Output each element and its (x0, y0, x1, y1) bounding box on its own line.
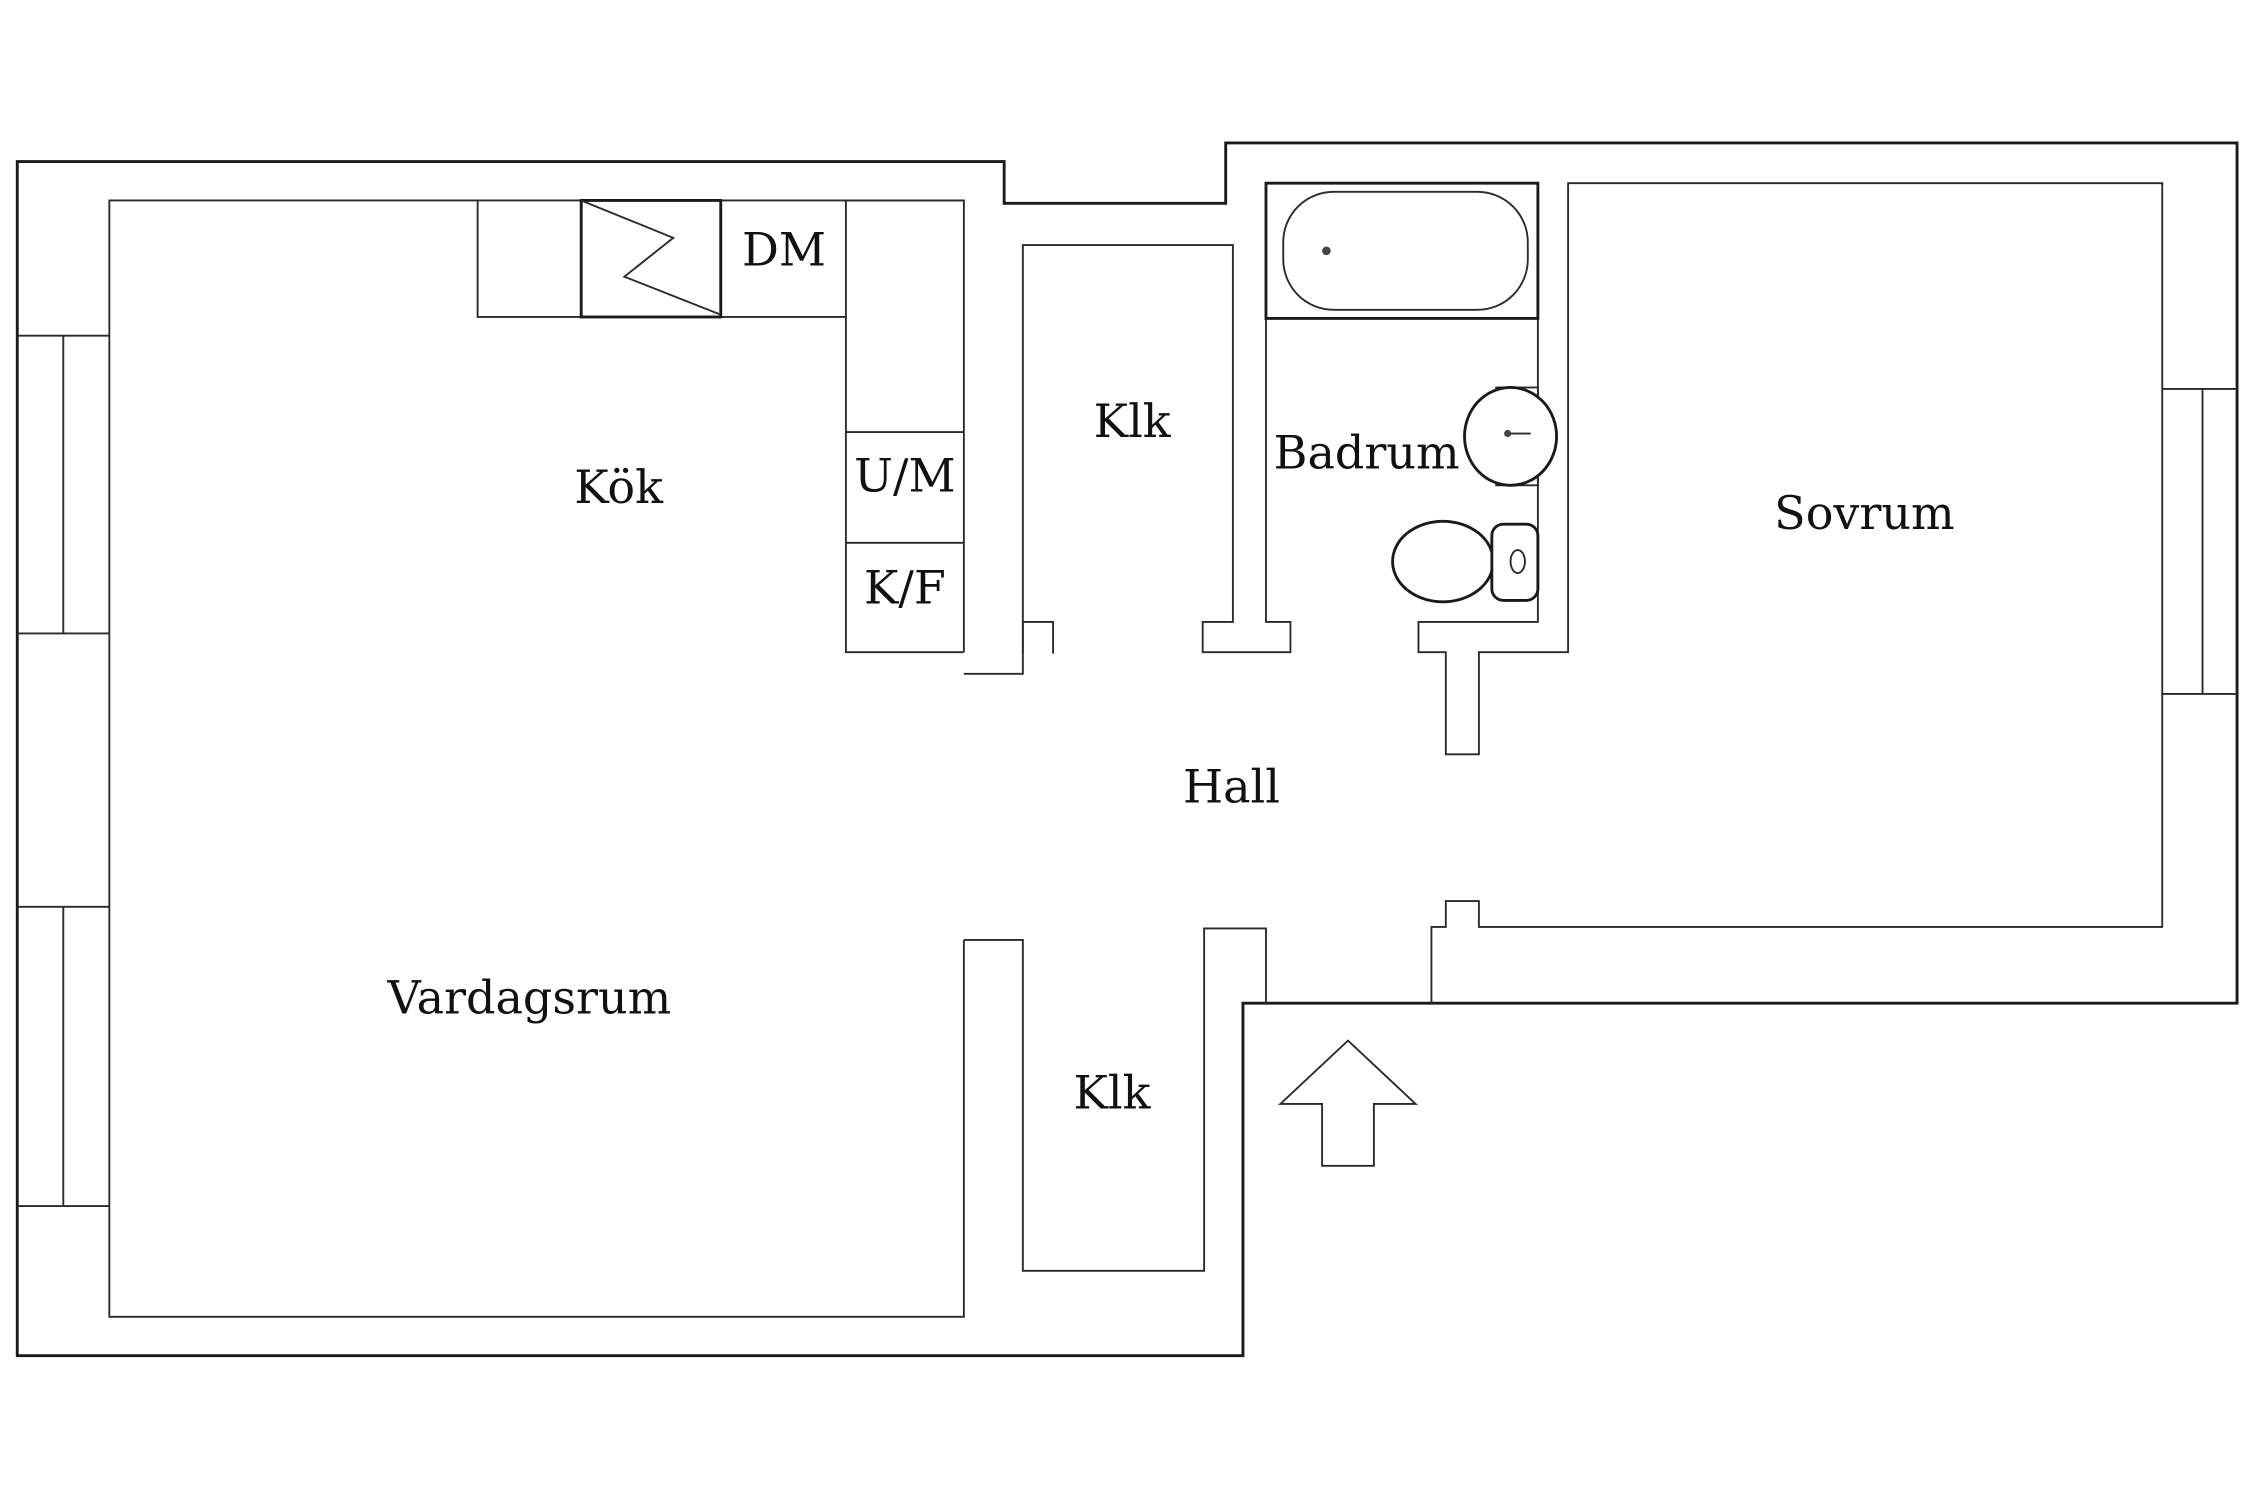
room-label-kitchen: Kök (574, 460, 664, 514)
bathroom-fixtures (1264, 181, 1559, 604)
room-label-hall: Hall (1183, 759, 1280, 813)
sink-icon (1463, 386, 1559, 487)
room-labels: Kök Vardagsrum Hall Klk Klk Badrum Sovru… (387, 223, 1955, 1120)
kitchen-counter (476, 199, 964, 654)
toilet-icon (1391, 519, 1540, 604)
bathtub-icon (1264, 181, 1540, 320)
room-label-living-room: Vardagsrum (387, 971, 672, 1025)
appliance-label-dishwasher: DM (742, 223, 826, 277)
interior-walls (963, 182, 2164, 1272)
appliance-label-oven-microwave: U/M (854, 449, 955, 503)
room-label-closet-upper: Klk (1094, 394, 1172, 448)
arrow-up-icon (1278, 1039, 1418, 1167)
entrance-arrow (1278, 1039, 1418, 1167)
room-label-bedroom: Sovrum (1774, 486, 1955, 540)
appliance-label-fridge-freezer: K/F (864, 561, 946, 615)
zigzag-stove-icon (579, 199, 723, 319)
outer-walls (15, 141, 2239, 1358)
room-label-bathroom: Badrum (1274, 426, 1460, 480)
room-label-closet-lower: Klk (1074, 1066, 1152, 1120)
